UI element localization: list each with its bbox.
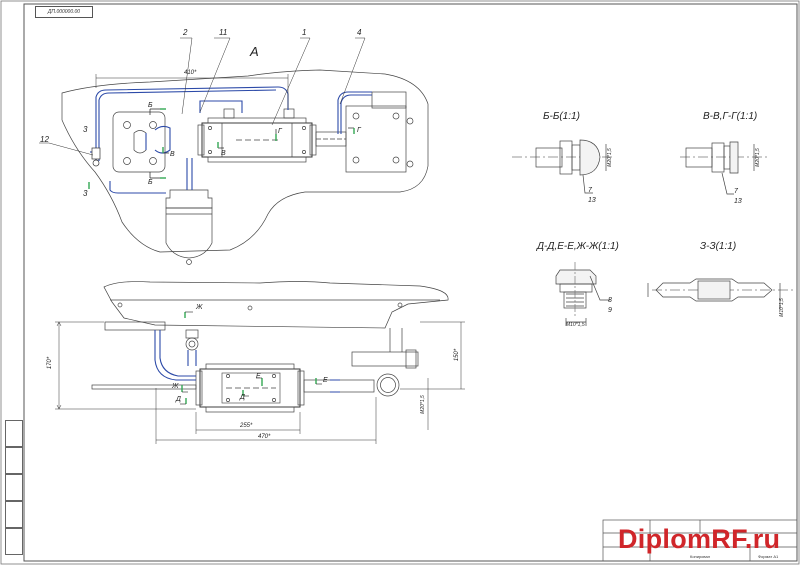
- dim-top-width: 410*: [184, 70, 197, 76]
- side-view: [91, 281, 449, 413]
- mark-g-right: Г: [357, 127, 361, 134]
- side-pipelines: [154, 330, 340, 393]
- callout-2: 2: [183, 28, 188, 37]
- title-block-copied: Копировал: [690, 554, 711, 559]
- dim-right-height: 150*: [454, 348, 461, 362]
- callout-1: 1: [302, 28, 307, 37]
- section-v-v-title: В-В,Г-Г(1:1): [703, 111, 758, 122]
- watermark-logo: DiplomRF.ru: [618, 524, 781, 554]
- dim-pipe-dia: М20*1,5: [419, 395, 426, 414]
- section-z-z-title: З-З(1:1): [700, 241, 737, 252]
- dim-left-height: 170*: [47, 356, 54, 370]
- mark-v-right: В: [221, 150, 226, 157]
- mark-e-right: Е: [323, 377, 328, 384]
- top-pipelines: [90, 86, 372, 194]
- section-d-d-part-8: 8: [608, 297, 612, 304]
- top-view: [61, 69, 429, 265]
- section-v-v: [680, 141, 770, 195]
- section-v-v-part-13: 13: [734, 198, 742, 205]
- callout-11: 11: [219, 28, 228, 37]
- title-block-format: Формат А1: [758, 554, 779, 559]
- mark-b-top: Б: [148, 102, 153, 109]
- callout-3-bottom: 3: [83, 189, 88, 198]
- section-d-d-dim: М10*1,5: [566, 322, 585, 328]
- mark-e-left: Е: [256, 373, 261, 380]
- section-v-v-dim: М20*1,5: [754, 148, 761, 167]
- mark-d-right: Д: [176, 396, 181, 403]
- section-d-d: [555, 262, 610, 326]
- mark-zh-bottom: Ж: [172, 383, 179, 390]
- left-stamp-strip: [5, 420, 23, 555]
- section-z-z: [647, 278, 796, 310]
- section-d-d-title: Д-Д,Е-Е,Ж-Ж(1:1): [537, 241, 619, 252]
- callout-4: 4: [357, 28, 362, 37]
- title-block: [602, 519, 798, 562]
- drawing-code-stamp: ДП.000000.00 (КУРСОВОЙ ПРОЕКТ): [35, 6, 93, 18]
- mark-d-left: Д: [240, 394, 245, 401]
- view-label: А: [250, 44, 259, 59]
- mark-v-left: В: [170, 151, 175, 158]
- dim-bottom-outer: 470*: [258, 434, 271, 440]
- mark-b-bottom: Б: [148, 179, 153, 186]
- mark-zh-top: Ж: [196, 304, 203, 311]
- section-b-b: [512, 139, 612, 194]
- section-b-b-dim: М20*1,5: [606, 148, 613, 167]
- callout-12: 12: [40, 135, 49, 144]
- section-b-b-part-7: 7: [588, 187, 592, 194]
- section-d-d-part-9: 9: [608, 307, 612, 314]
- section-z-z-dim: М10*1,5: [778, 298, 785, 317]
- section-v-v-part-7: 7: [734, 188, 738, 195]
- callout-3-top: 3: [83, 125, 88, 134]
- mark-g-left: Г: [278, 128, 282, 135]
- section-b-b-part-13: 13: [588, 197, 596, 204]
- section-b-b-title: Б-Б(1:1): [543, 111, 580, 122]
- dim-bottom-inner: 255*: [240, 423, 253, 429]
